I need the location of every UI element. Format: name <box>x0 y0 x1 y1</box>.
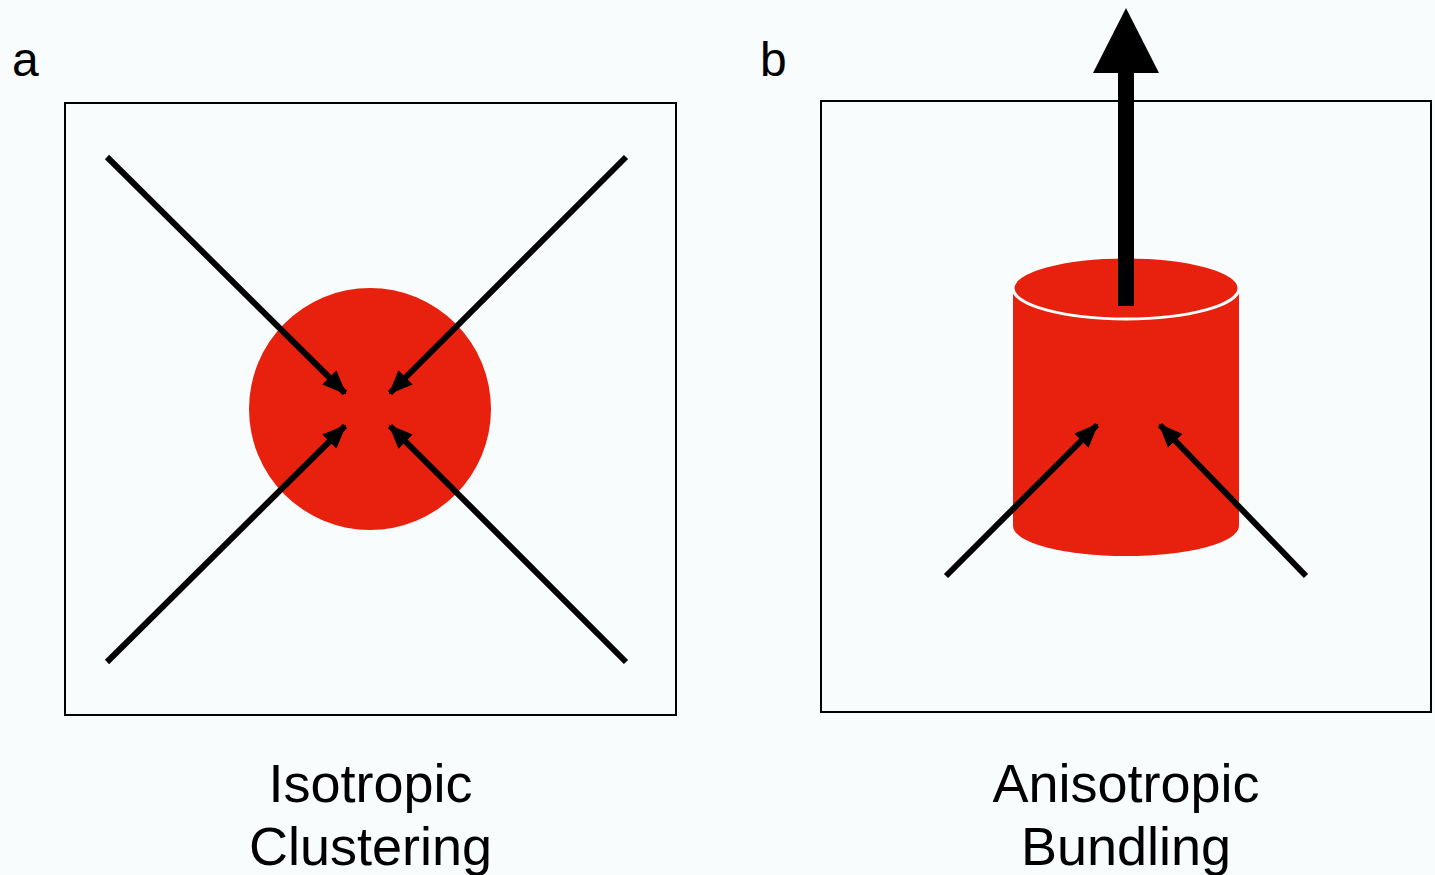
panel: aIsotropic Clustering <box>0 36 705 875</box>
inward-arrows <box>946 425 1306 576</box>
inward-arrows <box>107 157 626 662</box>
panel: bAnisotropic Bundling <box>745 36 1435 875</box>
panel-letter: b <box>760 36 1435 84</box>
panel-letter: a <box>12 36 705 84</box>
panel-frame <box>64 102 677 716</box>
panel-frame <box>820 100 1432 713</box>
growth-arrow <box>1093 8 1159 306</box>
panel-caption: Isotropic Clustering <box>211 752 531 875</box>
panel-caption: Anisotropic Bundling <box>966 752 1286 875</box>
